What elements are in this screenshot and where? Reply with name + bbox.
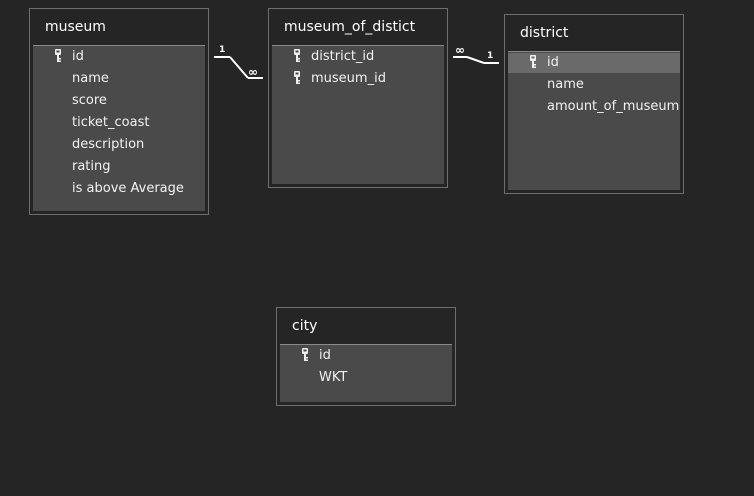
column-name: id bbox=[319, 348, 331, 363]
cardinality-many-link: ∞ bbox=[248, 65, 258, 79]
cardinality-many-link-district: ∞ bbox=[455, 43, 465, 57]
cardinality-one-district: 1 bbox=[487, 51, 494, 61]
column-row[interactable]: district_id bbox=[272, 47, 444, 67]
column-row[interactable]: name bbox=[33, 69, 205, 89]
table-body-district: id name amount_of_museum bbox=[508, 51, 680, 190]
column-name: name bbox=[72, 71, 109, 86]
column-row[interactable]: rating bbox=[33, 157, 205, 177]
cardinality-one-museum: 1 bbox=[219, 45, 226, 55]
key-icon bbox=[530, 55, 536, 68]
column-name: description bbox=[72, 137, 145, 152]
column-name: district_id bbox=[311, 49, 375, 64]
column-row[interactable]: is above Average bbox=[33, 179, 205, 199]
column-name: ticket_coast bbox=[72, 115, 150, 130]
column-row[interactable]: amount_of_museum bbox=[508, 97, 680, 117]
table-title-museum-of-district: museum_of_distict bbox=[284, 19, 416, 35]
table-title-museum: museum bbox=[45, 19, 106, 35]
column-row[interactable]: score bbox=[33, 91, 205, 111]
table-title-city: city bbox=[292, 318, 318, 334]
column-name: is above Average bbox=[72, 181, 184, 196]
column-row[interactable]: ticket_coast bbox=[33, 113, 205, 133]
table-body-museum-of-district: district_id museum_id bbox=[272, 45, 444, 184]
table-district[interactable]: district id name amount_of_museum bbox=[504, 14, 684, 194]
column-name: museum_id bbox=[311, 71, 386, 86]
column-row[interactable]: name bbox=[508, 75, 680, 95]
column-name: id bbox=[547, 55, 559, 70]
table-body-city: id WKT bbox=[280, 344, 452, 402]
column-name: id bbox=[72, 49, 84, 64]
column-name: amount_of_museum bbox=[547, 99, 680, 114]
table-museum[interactable]: museum id name score ticket_coast descri… bbox=[29, 8, 209, 215]
table-museum-of-district[interactable]: museum_of_distict district_id museum_id bbox=[268, 8, 448, 188]
table-title-district: district bbox=[520, 25, 569, 41]
column-name: name bbox=[547, 77, 584, 92]
column-row[interactable]: id bbox=[33, 47, 205, 67]
column-name: rating bbox=[72, 159, 111, 174]
column-name: score bbox=[72, 93, 107, 108]
table-city[interactable]: city id WKT bbox=[276, 307, 456, 406]
column-name: WKT bbox=[319, 370, 348, 385]
column-row-selected[interactable]: id bbox=[508, 53, 680, 73]
table-body-museum: id name score ticket_coast description r… bbox=[33, 45, 205, 211]
column-row[interactable]: museum_id bbox=[272, 69, 444, 89]
key-icon bbox=[55, 49, 61, 62]
column-row[interactable]: WKT bbox=[280, 368, 452, 388]
column-row[interactable]: description bbox=[33, 135, 205, 155]
column-row[interactable]: id bbox=[280, 346, 452, 366]
key-icon bbox=[294, 49, 300, 62]
key-icon bbox=[294, 71, 300, 84]
key-icon bbox=[302, 348, 308, 361]
